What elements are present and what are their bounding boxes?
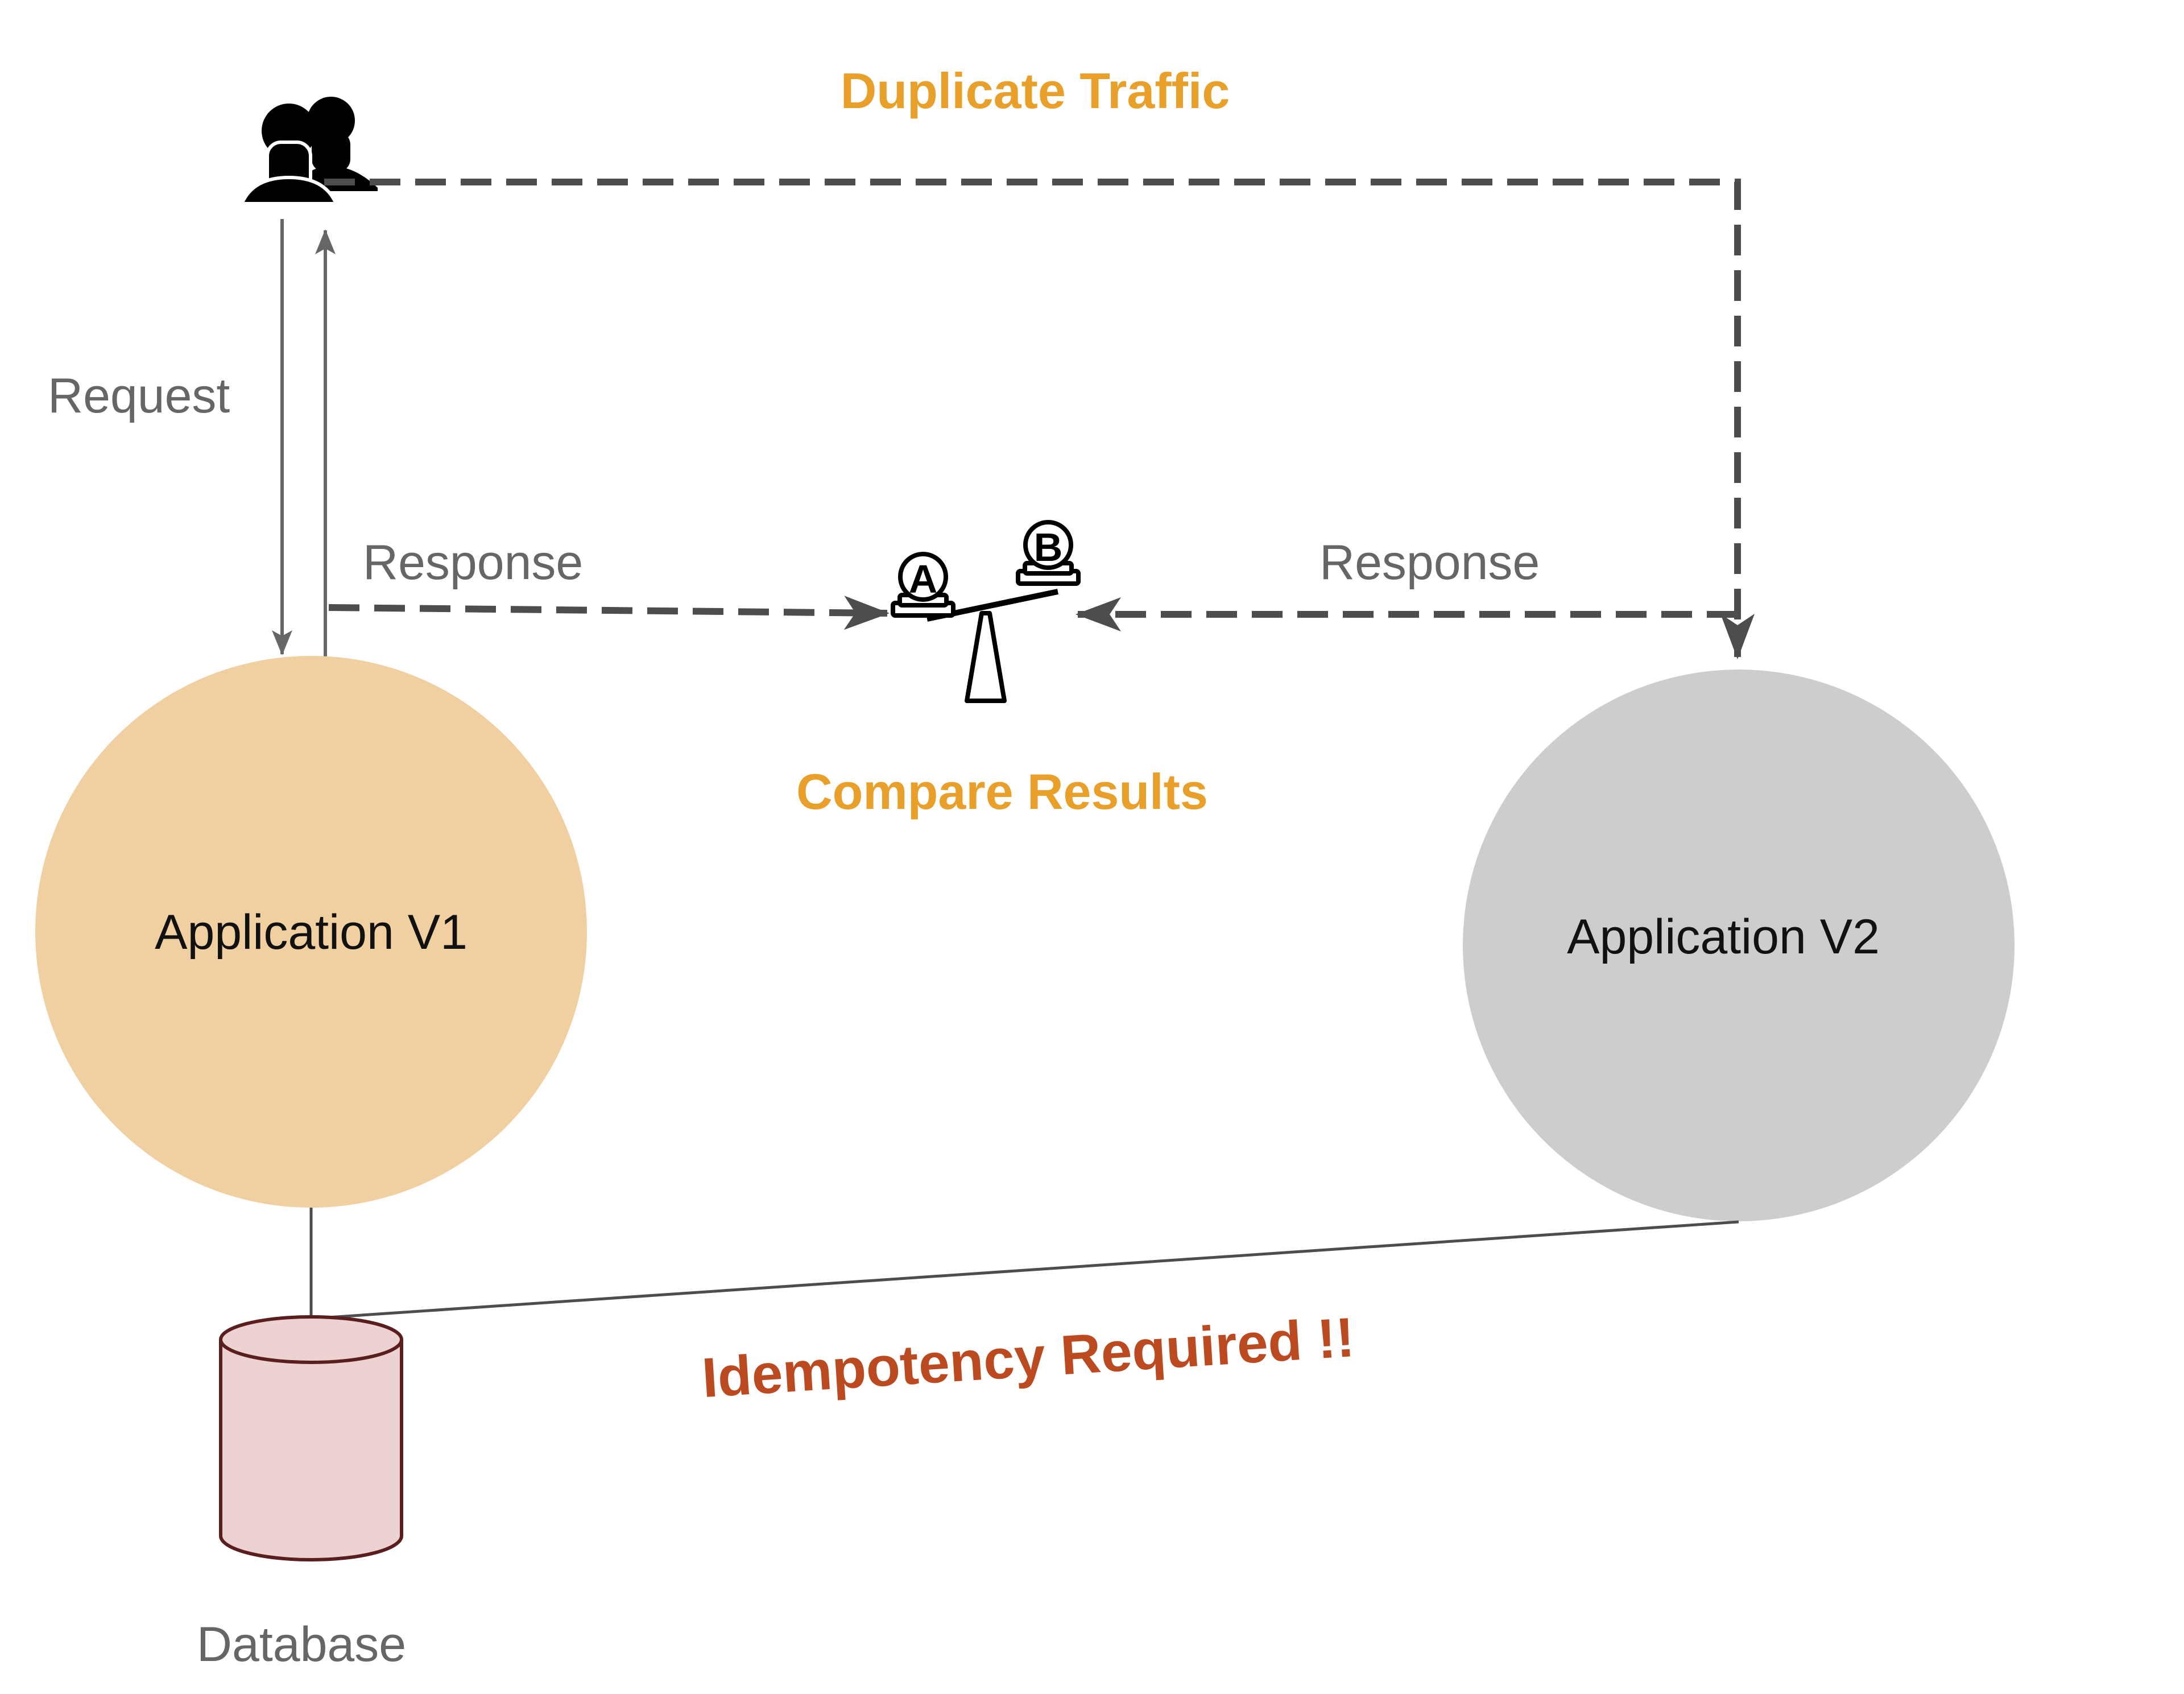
idempotency-warning-label: Idempotency Required !! [700,1305,1356,1409]
users-icon [241,97,378,205]
balance-scale-icon: A B [891,520,1081,703]
application-v2-label: Application V2 [1567,910,1880,964]
scale-label-a: A [909,557,938,601]
response-label-left: Response [363,535,583,590]
response-label-right: Response [1320,535,1540,590]
duplicate-traffic-label: Duplicate Traffic [841,63,1230,119]
v2-database-link [311,1220,1739,1320]
v1-response-connector [328,596,890,630]
application-v1-label: Application V1 [155,905,468,960]
scale-label-b: B [1034,525,1063,569]
database-label: Database [197,1617,406,1672]
database-cylinder-icon [219,1315,403,1561]
request-label: Request [48,369,230,423]
duplicate-traffic-connector [324,179,1755,659]
compare-results-label: Compare Results [796,763,1208,820]
application-v2-node [1463,670,2015,1221]
application-v1-node [35,656,587,1208]
